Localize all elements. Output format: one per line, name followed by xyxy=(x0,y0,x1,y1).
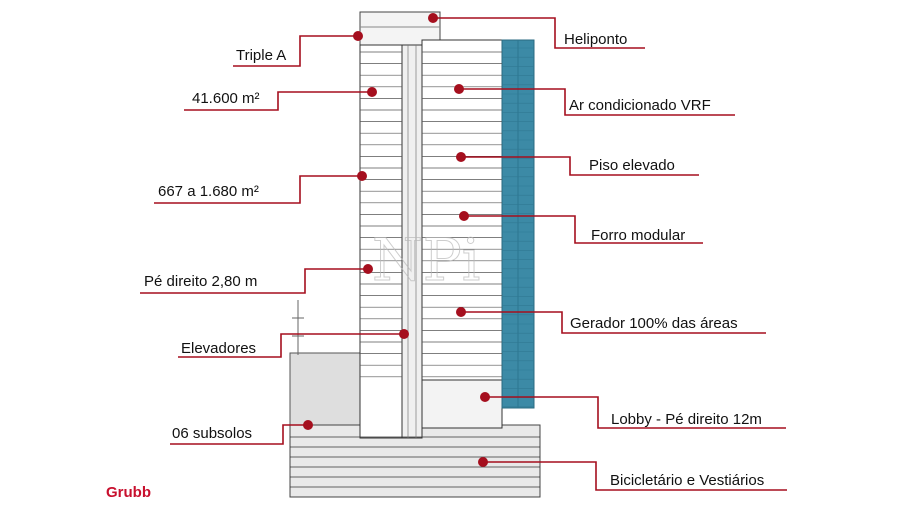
marker-elevators xyxy=(399,329,409,339)
label-helipad: Heliponto xyxy=(564,31,628,48)
callout-line-vrf xyxy=(459,88,735,116)
callout-line-generator xyxy=(461,311,766,334)
marker-bike-room xyxy=(478,457,488,467)
callout-line-elevators xyxy=(178,333,404,358)
callout-line-bike-room xyxy=(483,461,787,491)
basement-slabs xyxy=(290,436,540,488)
callout-line-area-total xyxy=(184,91,372,111)
callout-line-modular-ceiling xyxy=(464,215,703,244)
callout-line-helipad xyxy=(433,17,645,49)
marker-basements xyxy=(303,420,313,430)
marker-area-total xyxy=(367,87,377,97)
marker-generator xyxy=(456,307,466,317)
label-ceiling-height: Pé direito 2,80 m xyxy=(144,273,258,290)
label-triple-a: Triple A xyxy=(236,47,287,64)
label-vrf: Ar condicionado VRF xyxy=(569,97,711,114)
label-bike-room: Bicicletário e Vestiários xyxy=(610,472,765,489)
podium-block xyxy=(289,352,361,429)
callout-line-basements xyxy=(170,424,308,445)
label-elevators: Elevadores xyxy=(181,340,257,357)
label-modular-ceiling: Forro modular xyxy=(591,227,686,244)
brand-logo: Grubb xyxy=(106,484,151,501)
label-area-total: 41.600 m² xyxy=(192,90,260,107)
marker-raised-floor xyxy=(456,152,466,162)
callout-line-area-floor xyxy=(154,175,362,204)
marker-ceiling-height xyxy=(363,264,373,274)
tower-right-wing xyxy=(421,39,503,411)
label-generator: Gerador 100% das áreas xyxy=(570,315,738,332)
marker-vrf xyxy=(454,84,464,94)
callout-line-triple-a xyxy=(233,35,358,67)
label-area-floor: 667 a 1.680 m² xyxy=(158,183,259,200)
lobby-block xyxy=(421,379,503,429)
label-basements: 06 subsolos xyxy=(172,425,253,442)
facade-mullions xyxy=(502,47,534,408)
marker-helipad xyxy=(428,13,438,23)
callout-line-ceiling-height xyxy=(140,268,368,294)
marker-modular-ceiling xyxy=(459,211,469,221)
label-lobby: Lobby - Pé direito 12m xyxy=(611,411,762,428)
tower-left-wing xyxy=(359,44,403,439)
marker-area-floor xyxy=(357,171,367,181)
label-raised-floor: Piso elevado xyxy=(589,157,675,174)
marker-lobby xyxy=(480,392,490,402)
watermark: NPi xyxy=(372,226,480,294)
callout-line-raised-floor xyxy=(461,156,699,176)
callout-line-lobby xyxy=(485,396,786,429)
marker-triple-a xyxy=(353,31,363,41)
